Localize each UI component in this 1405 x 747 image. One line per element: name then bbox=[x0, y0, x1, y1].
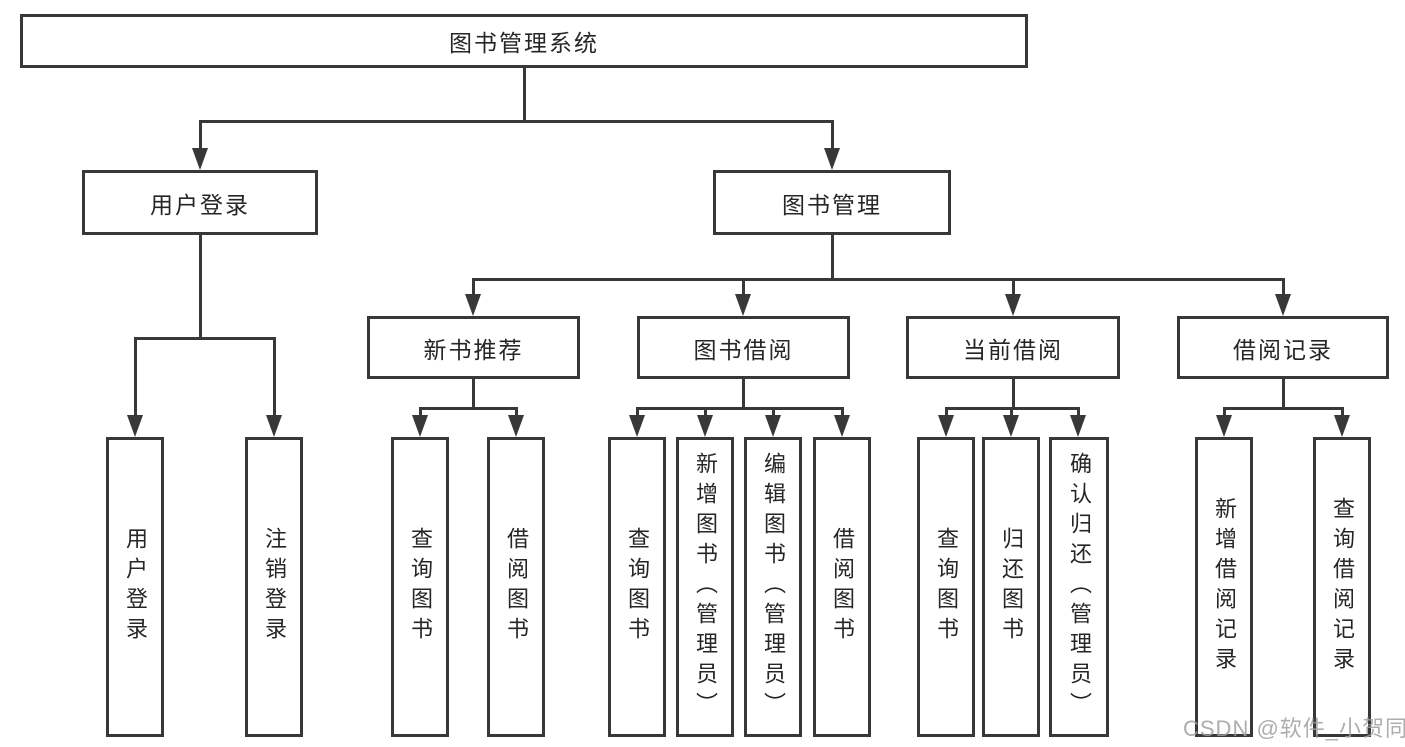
connector-line bbox=[471, 278, 1285, 281]
node-logout-action: 注销登录 bbox=[245, 437, 303, 737]
connector-line bbox=[741, 379, 745, 408]
node-user-login-action: 用户登录 bbox=[106, 437, 164, 737]
arrowhead-down-icon bbox=[697, 415, 713, 437]
arrowhead-down-icon bbox=[629, 415, 645, 437]
node-bb-borrow-books: 借阅图书 bbox=[813, 437, 871, 737]
connector-line bbox=[133, 337, 276, 340]
node-root: 图书管理系统 bbox=[20, 14, 1028, 68]
connector-line bbox=[1281, 379, 1285, 408]
arrowhead-down-icon bbox=[508, 415, 524, 437]
connector-line bbox=[418, 407, 422, 421]
arrowhead-down-icon bbox=[765, 415, 781, 437]
arrowhead-down-icon bbox=[192, 148, 208, 170]
connector-line bbox=[1011, 278, 1015, 300]
connector-line bbox=[830, 235, 834, 279]
node-new-book-recommend: 新书推荐 bbox=[367, 316, 580, 379]
node-label: 确认归还（管理员） bbox=[1067, 452, 1092, 722]
connector-line bbox=[418, 407, 518, 410]
node-borrowing-records: 借阅记录 bbox=[1177, 316, 1389, 379]
node-br-query-record: 查询借阅记录 bbox=[1313, 437, 1371, 737]
connector-line bbox=[198, 120, 202, 154]
connector-line bbox=[1281, 278, 1285, 300]
connector-line bbox=[1011, 379, 1015, 408]
arrowhead-down-icon bbox=[127, 415, 143, 437]
node-bb-query-books: 查询图书 bbox=[608, 437, 666, 737]
connector-line bbox=[741, 278, 745, 300]
connector-line bbox=[635, 407, 639, 421]
arrowhead-down-icon bbox=[1003, 415, 1019, 437]
node-label: 新增借阅记录 bbox=[1212, 497, 1237, 677]
node-label: 查询图书 bbox=[408, 527, 433, 647]
arrowhead-down-icon bbox=[266, 415, 282, 437]
node-label: 归还图书 bbox=[999, 527, 1024, 647]
node-user-login: 用户登录 bbox=[82, 170, 318, 235]
arrowhead-down-icon bbox=[1070, 415, 1086, 437]
arrowhead-down-icon bbox=[1216, 415, 1232, 437]
node-label: 借阅记录 bbox=[1233, 336, 1333, 363]
node-label: 查询图书 bbox=[934, 527, 959, 647]
connector-line bbox=[1222, 407, 1226, 421]
connector-line bbox=[272, 337, 276, 421]
node-label: 编辑图书（管理员） bbox=[761, 452, 786, 722]
arrowhead-down-icon bbox=[1275, 294, 1291, 316]
node-label: 新增图书（管理员） bbox=[693, 452, 718, 722]
watermark: CSDN @软件_小贺同学 bbox=[1183, 716, 1405, 741]
arrowhead-down-icon bbox=[824, 148, 840, 170]
arrowhead-down-icon bbox=[1005, 294, 1021, 316]
arrowhead-down-icon bbox=[938, 415, 954, 437]
node-bb-edit-books: 编辑图书（管理员） bbox=[744, 437, 802, 737]
node-bb-add-books: 新增图书（管理员） bbox=[676, 437, 734, 737]
node-label: 用户登录 bbox=[150, 191, 250, 218]
connector-line bbox=[1009, 407, 1013, 421]
node-label: 图书管理系统 bbox=[449, 30, 599, 56]
connector-line bbox=[1076, 407, 1080, 421]
node-nb-query-books: 查询图书 bbox=[391, 437, 449, 737]
node-label: 图书管理 bbox=[782, 191, 882, 218]
node-cb-confirm-return: 确认归还（管理员） bbox=[1049, 437, 1109, 737]
connector-line bbox=[198, 235, 202, 338]
connector-line bbox=[635, 407, 844, 410]
arrowhead-down-icon bbox=[412, 415, 428, 437]
node-book-management: 图书管理 bbox=[713, 170, 951, 235]
connector-line bbox=[703, 407, 707, 421]
node-label: 查询图书 bbox=[625, 527, 650, 647]
node-label: 当前借阅 bbox=[963, 336, 1063, 363]
arrowhead-down-icon bbox=[834, 415, 850, 437]
node-label: 新书推荐 bbox=[423, 336, 524, 363]
node-cb-query-books: 查询图书 bbox=[917, 437, 975, 737]
connector-line bbox=[771, 407, 775, 421]
arrowhead-down-icon bbox=[465, 294, 481, 316]
node-label: 图书借阅 bbox=[693, 336, 794, 363]
connector-line bbox=[471, 379, 475, 408]
connector-line bbox=[471, 278, 475, 300]
node-label: 用户登录 bbox=[123, 527, 148, 647]
node-label: 查询借阅记录 bbox=[1330, 497, 1355, 677]
node-label: 注销登录 bbox=[262, 527, 287, 647]
connector-line bbox=[830, 120, 834, 154]
node-nb-borrow-books: 借阅图书 bbox=[487, 437, 545, 737]
connector-line bbox=[840, 407, 844, 421]
node-br-add-record: 新增借阅记录 bbox=[1195, 437, 1253, 737]
connector-line bbox=[522, 68, 526, 121]
node-current-borrowing: 当前借阅 bbox=[906, 316, 1120, 379]
connector-line bbox=[133, 337, 137, 421]
connector-line bbox=[1340, 407, 1344, 421]
connector-line bbox=[198, 120, 834, 123]
connector-line bbox=[514, 407, 518, 421]
node-label: 借阅图书 bbox=[830, 527, 855, 647]
arrowhead-down-icon bbox=[735, 294, 751, 316]
connector-line bbox=[1222, 407, 1344, 410]
node-label: 借阅图书 bbox=[504, 527, 529, 647]
arrowhead-down-icon bbox=[1334, 415, 1350, 437]
node-book-borrowing: 图书借阅 bbox=[637, 316, 850, 379]
node-cb-return-books: 归还图书 bbox=[982, 437, 1040, 737]
connector-line bbox=[944, 407, 948, 421]
